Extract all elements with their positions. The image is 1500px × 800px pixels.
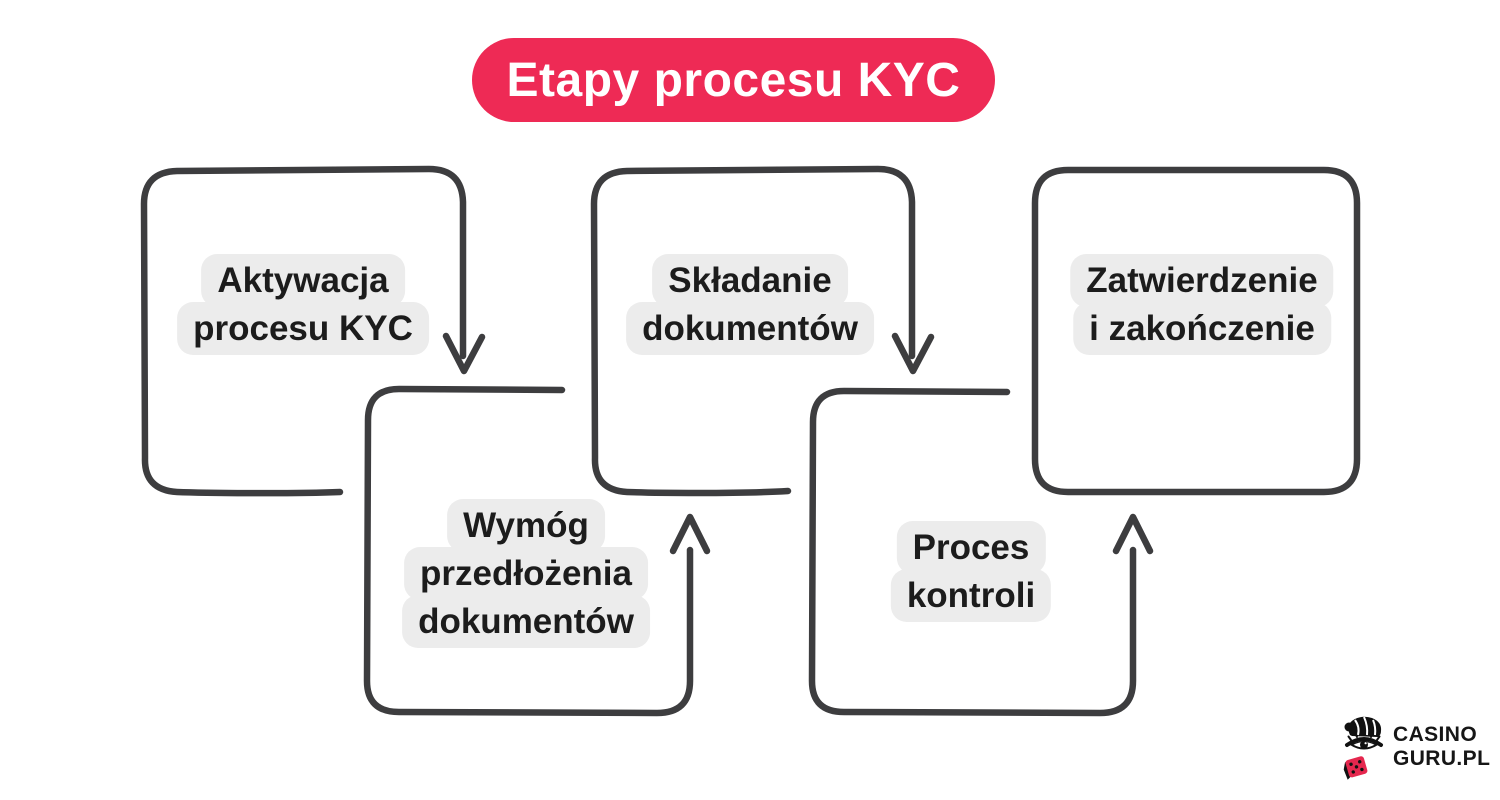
step-label-line: Proces — [896, 521, 1046, 574]
step3-label: Składanie dokumentów — [626, 254, 874, 355]
step-label-line: Zatwierdzenie — [1070, 254, 1334, 307]
step1-label: Aktywacja procesu KYC — [177, 254, 429, 355]
logo-line1: CASINO — [1393, 723, 1478, 746]
step1-box-outline — [140, 165, 467, 497]
turban-icon — [1344, 716, 1382, 737]
guru-turban-eye-die-icon — [1343, 716, 1383, 780]
step4-arrow-up-icon — [1112, 513, 1154, 555]
step-label-line: Aktywacja — [201, 254, 405, 307]
casinoguru-logo: CASINO GURU.PL — [1342, 714, 1490, 780]
logo-line2: GURU.PL — [1393, 747, 1491, 770]
step-label-line: Wymóg — [447, 499, 605, 552]
step-label-line: procesu KYC — [177, 302, 429, 355]
step1-arrow-down-icon — [442, 332, 486, 375]
step4-label: Proces kontroli — [890, 521, 1052, 622]
step5-label: Zatwierdzenie i zakończenie — [1070, 254, 1334, 355]
step2-box-outline — [363, 385, 694, 717]
step-label-line: dokumentów — [402, 595, 650, 648]
step-label-line: przedłożenia — [404, 547, 648, 600]
step-label-line: kontroli — [890, 569, 1052, 622]
logo-text: CASINO GURU.PL — [1393, 723, 1490, 771]
step3-arrow-down-icon — [891, 332, 935, 375]
step2-label: Wymóg przedłożenia dokumentów — [402, 499, 650, 648]
step3-box-outline — [590, 165, 916, 497]
step2-arrow-up-icon — [669, 513, 711, 555]
step5-box-outline — [1031, 166, 1361, 496]
eye-icon — [1345, 732, 1383, 750]
step-label-line: i zakończenie — [1073, 302, 1331, 355]
step-label-line: dokumentów — [626, 302, 874, 355]
die-icon — [1343, 756, 1368, 780]
step-label-line: Składanie — [652, 254, 848, 307]
step4-box-outline — [808, 387, 1137, 717]
title-badge: Etapy procesu KYC — [472, 38, 995, 122]
page-title: Etapy procesu KYC — [506, 53, 961, 107]
